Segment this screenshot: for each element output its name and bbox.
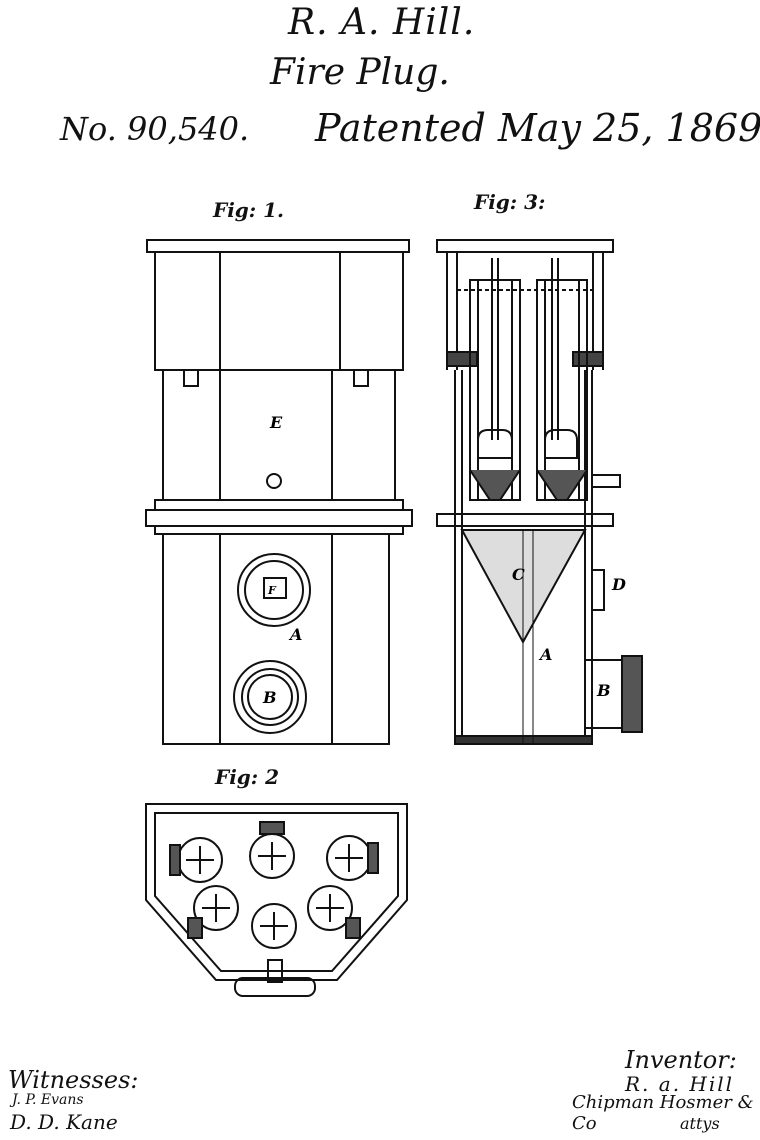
fig1-lower-box	[163, 534, 389, 744]
fig2-valve-wheel	[252, 904, 296, 948]
fig3-top-cap	[437, 240, 613, 252]
fig2-valve-wheel	[188, 886, 238, 938]
fig2-drawing	[146, 804, 407, 996]
fig3-flange	[437, 514, 613, 526]
witnesses-title: Witnesses:	[8, 1066, 138, 1094]
witness-signature-2: D. D. Kane	[10, 1110, 118, 1134]
attorney-suffix: attys	[680, 1114, 720, 1133]
fig1-flange	[146, 510, 412, 526]
label-a-fig3: A	[538, 645, 552, 664]
fig3-right-valve	[545, 430, 577, 458]
fig2-valve-wheel	[170, 838, 222, 882]
fig1-top-cap	[147, 240, 409, 252]
fig3-outlet-d	[592, 570, 604, 610]
attorney-signature: Chipman Hosmer & Co	[572, 1092, 760, 1134]
label-b-fig1: B	[262, 688, 277, 707]
fig2-valve-wheel	[250, 822, 294, 878]
fig3-left-valve	[478, 430, 512, 458]
fig1-middle-section	[163, 370, 395, 500]
fig1-keyhole	[267, 474, 281, 488]
witness-signature-1: J. P. Evans	[12, 1092, 84, 1108]
fig2-valve-wheel	[308, 886, 360, 938]
label-d: D	[611, 575, 626, 594]
fig1-drawing	[146, 240, 412, 744]
label-e: E	[269, 413, 283, 432]
label-f-fig1: F	[267, 584, 277, 597]
label-c: C	[512, 565, 525, 584]
label-a-fig1: A	[288, 625, 302, 644]
fig2-valve-wheel	[327, 836, 378, 880]
inventor-title: Inventor:	[625, 1046, 737, 1074]
fig3-drawing	[437, 240, 642, 744]
fig1-upper-box	[155, 252, 403, 370]
label-b-fig3: B	[596, 681, 611, 700]
